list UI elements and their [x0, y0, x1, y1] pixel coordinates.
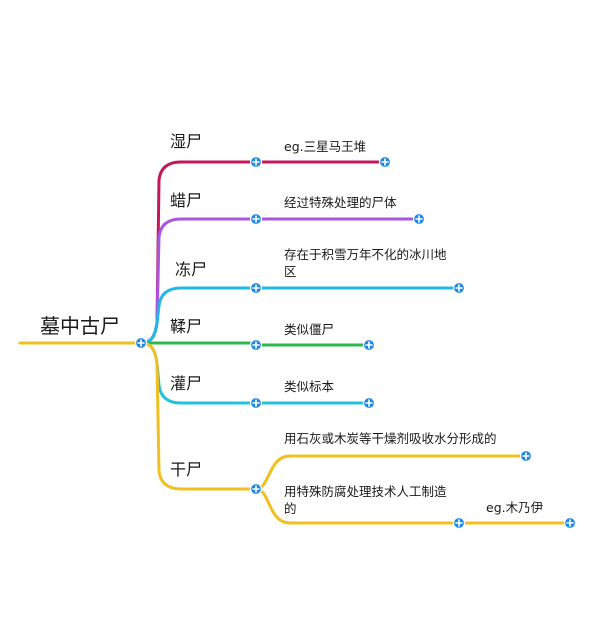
leaf-label-mummy[interactable]: eg.木乃伊 — [486, 500, 544, 515]
branch-label-guan[interactable]: 灌尸 — [170, 374, 203, 393]
leaf-label-gan-2[interactable]: 用特殊防腐处理技术人工制造的 — [284, 484, 447, 516]
branch-label-la[interactable]: 蜡尸 — [170, 191, 203, 210]
leaf-label-guan[interactable]: 类似标本 — [284, 379, 335, 394]
leaf-label-rou[interactable]: 类似僵尸 — [284, 322, 335, 337]
leaf-label-dong[interactable]: 存在于积雪万年不化的冰川地区 — [284, 247, 447, 279]
branch-node-la[interactable] — [249, 212, 263, 226]
leaf-node-gan-2[interactable] — [452, 516, 466, 530]
branch-label-dong[interactable]: 冻尸 — [175, 260, 208, 279]
leaf-node-guan[interactable] — [362, 396, 376, 410]
leaf-node-la[interactable] — [412, 212, 426, 226]
leaf-node-mummy[interactable] — [563, 516, 577, 530]
branch-node-guan[interactable] — [249, 396, 263, 410]
leaf-label-gan-1[interactable]: 用石灰或木炭等干燥剂吸收水分形成的 — [284, 431, 497, 446]
branch-label-shi[interactable]: 湿尸 — [170, 132, 203, 151]
branch-connector-dong — [139, 286, 258, 345]
branch-node-shi[interactable] — [249, 155, 263, 169]
leaf-node-shi[interactable] — [378, 155, 392, 169]
leaf-label-shi[interactable]: eg.三星马王堆 — [284, 139, 367, 154]
branch-connector-gan — [139, 341, 258, 491]
branch-label-rou[interactable]: 鞣尸 — [170, 317, 203, 336]
leaf-label-la[interactable]: 经过特殊处理的尸体 — [284, 195, 397, 210]
leaf-node-rou[interactable] — [362, 338, 376, 352]
branch-node-gan[interactable] — [249, 482, 263, 496]
branch-node-dong[interactable] — [249, 281, 263, 295]
leaf-node-dong[interactable] — [452, 281, 466, 295]
leaf-node-gan-1[interactable] — [519, 449, 533, 463]
root-topic[interactable]: 墓中古尸 — [40, 314, 120, 338]
root-node[interactable] — [134, 336, 148, 350]
branch-node-rou[interactable] — [249, 338, 263, 352]
branch-label-gan[interactable]: 干尸 — [170, 460, 203, 479]
